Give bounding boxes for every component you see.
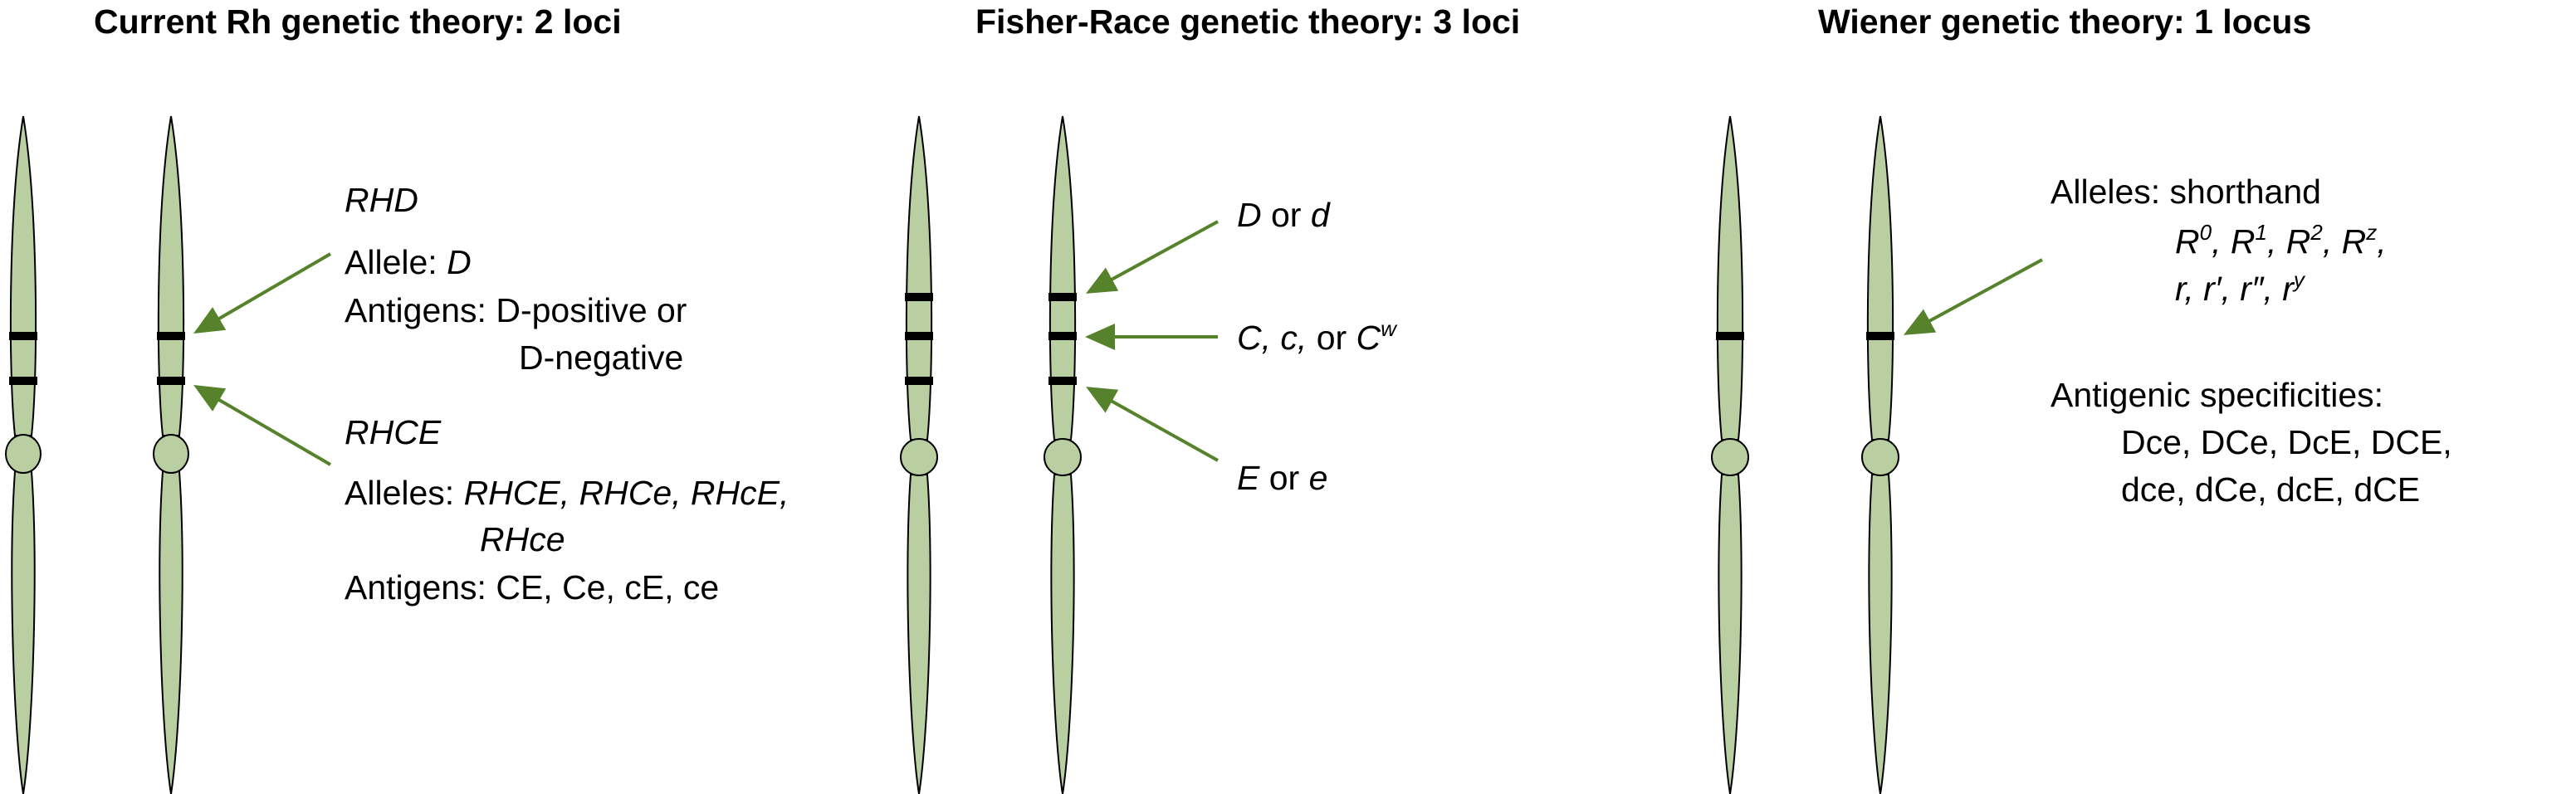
panel-current-rh: Current Rh genetic theory: 2 loci RHD Al… bbox=[5, 2, 789, 794]
chromosome-lower-arm bbox=[1868, 474, 1893, 794]
chromosome-left bbox=[5, 115, 42, 794]
gene-rhd: RHD bbox=[345, 181, 418, 219]
band-c bbox=[1048, 332, 1077, 340]
centromere bbox=[1861, 438, 1899, 476]
chromosome-lower-arm bbox=[907, 474, 931, 794]
panel-title: Wiener genetic theory: 1 locus bbox=[1818, 2, 2311, 41]
alleles-rhce-line1: Alleles: RHCE, RHCe, RHcE, bbox=[345, 474, 789, 512]
chromosome-upper-arm bbox=[1048, 115, 1077, 441]
centromere bbox=[1044, 438, 1082, 476]
allele-d-label: Allele: D bbox=[345, 243, 472, 281]
band bbox=[9, 332, 37, 340]
band-d bbox=[1048, 293, 1077, 301]
panel-title: Current Rh genetic theory: 2 loci bbox=[94, 2, 622, 41]
band-rh bbox=[1866, 332, 1894, 340]
chromosome-upper-arm bbox=[9, 115, 37, 436]
locus-d-label: D or d bbox=[1237, 196, 1331, 234]
gene-rhce: RHCE bbox=[345, 413, 442, 451]
alleles-line1: R0, R1, R2, Rz, bbox=[2175, 220, 2387, 261]
band bbox=[905, 377, 933, 385]
band-rhd bbox=[157, 332, 185, 340]
antigens-d-line2: D-negative bbox=[519, 339, 683, 377]
antigenic-header: Antigenic specificities: bbox=[2051, 376, 2383, 414]
chromosome-right bbox=[1044, 115, 1082, 794]
chromosome-right bbox=[153, 115, 189, 794]
chromosome-lower-arm bbox=[11, 470, 36, 794]
band bbox=[905, 293, 933, 301]
chromosome-upper-arm bbox=[1716, 115, 1744, 441]
locus-c-label: C, c, or Cw bbox=[1237, 316, 1398, 357]
alleles-rhce-line2: RHce bbox=[480, 520, 565, 558]
antigens-d-line1: Antigens: D-positive or bbox=[345, 291, 687, 329]
locus-e-label: E or e bbox=[1237, 459, 1327, 497]
band bbox=[905, 332, 933, 340]
chromosome-lower-arm bbox=[1718, 474, 1743, 794]
panel-fisher-race: Fisher-Race genetic theory: 3 loci D or … bbox=[900, 2, 1520, 794]
antigens-ce: Antigens: CE, Ce, cE, ce bbox=[345, 568, 719, 606]
alleles-header: Alleles: shorthand bbox=[2051, 173, 2321, 211]
chromosome-left bbox=[900, 115, 938, 794]
chromosome-upper-arm bbox=[905, 115, 933, 441]
chromosome-lower-arm bbox=[159, 470, 183, 794]
centromere bbox=[5, 434, 42, 474]
centromere bbox=[1711, 438, 1749, 476]
panel-wiener: Wiener genetic theory: 1 locus Alleles: … bbox=[1711, 2, 2452, 794]
arrow-rh bbox=[1903, 258, 2043, 335]
chromosome-upper-arm bbox=[1866, 115, 1894, 441]
centromere bbox=[153, 434, 189, 474]
specificities-line1: Dce, DCe, DcE, DCE, bbox=[2121, 423, 2452, 461]
specificities-line2: dce, dCe, dcE, dCE bbox=[2121, 470, 2420, 509]
arrow-d bbox=[1085, 220, 1219, 294]
centromere bbox=[900, 438, 938, 476]
chromosome-lower-arm bbox=[1050, 474, 1075, 794]
band bbox=[9, 377, 37, 385]
band-e bbox=[1048, 377, 1077, 385]
chromosome-right bbox=[1861, 115, 1899, 794]
band-rhce bbox=[157, 377, 185, 385]
panel-title: Fisher-Race genetic theory: 3 loci bbox=[975, 2, 1520, 41]
arrow-rhd bbox=[193, 252, 332, 334]
arrow-rhce bbox=[193, 384, 332, 466]
band bbox=[1716, 332, 1744, 340]
chromosome-upper-arm bbox=[157, 115, 185, 436]
alleles-line2: r, r′, r″, ry bbox=[2175, 267, 2306, 308]
chromosome-left bbox=[1711, 115, 1749, 794]
arrow-e bbox=[1086, 387, 1219, 462]
